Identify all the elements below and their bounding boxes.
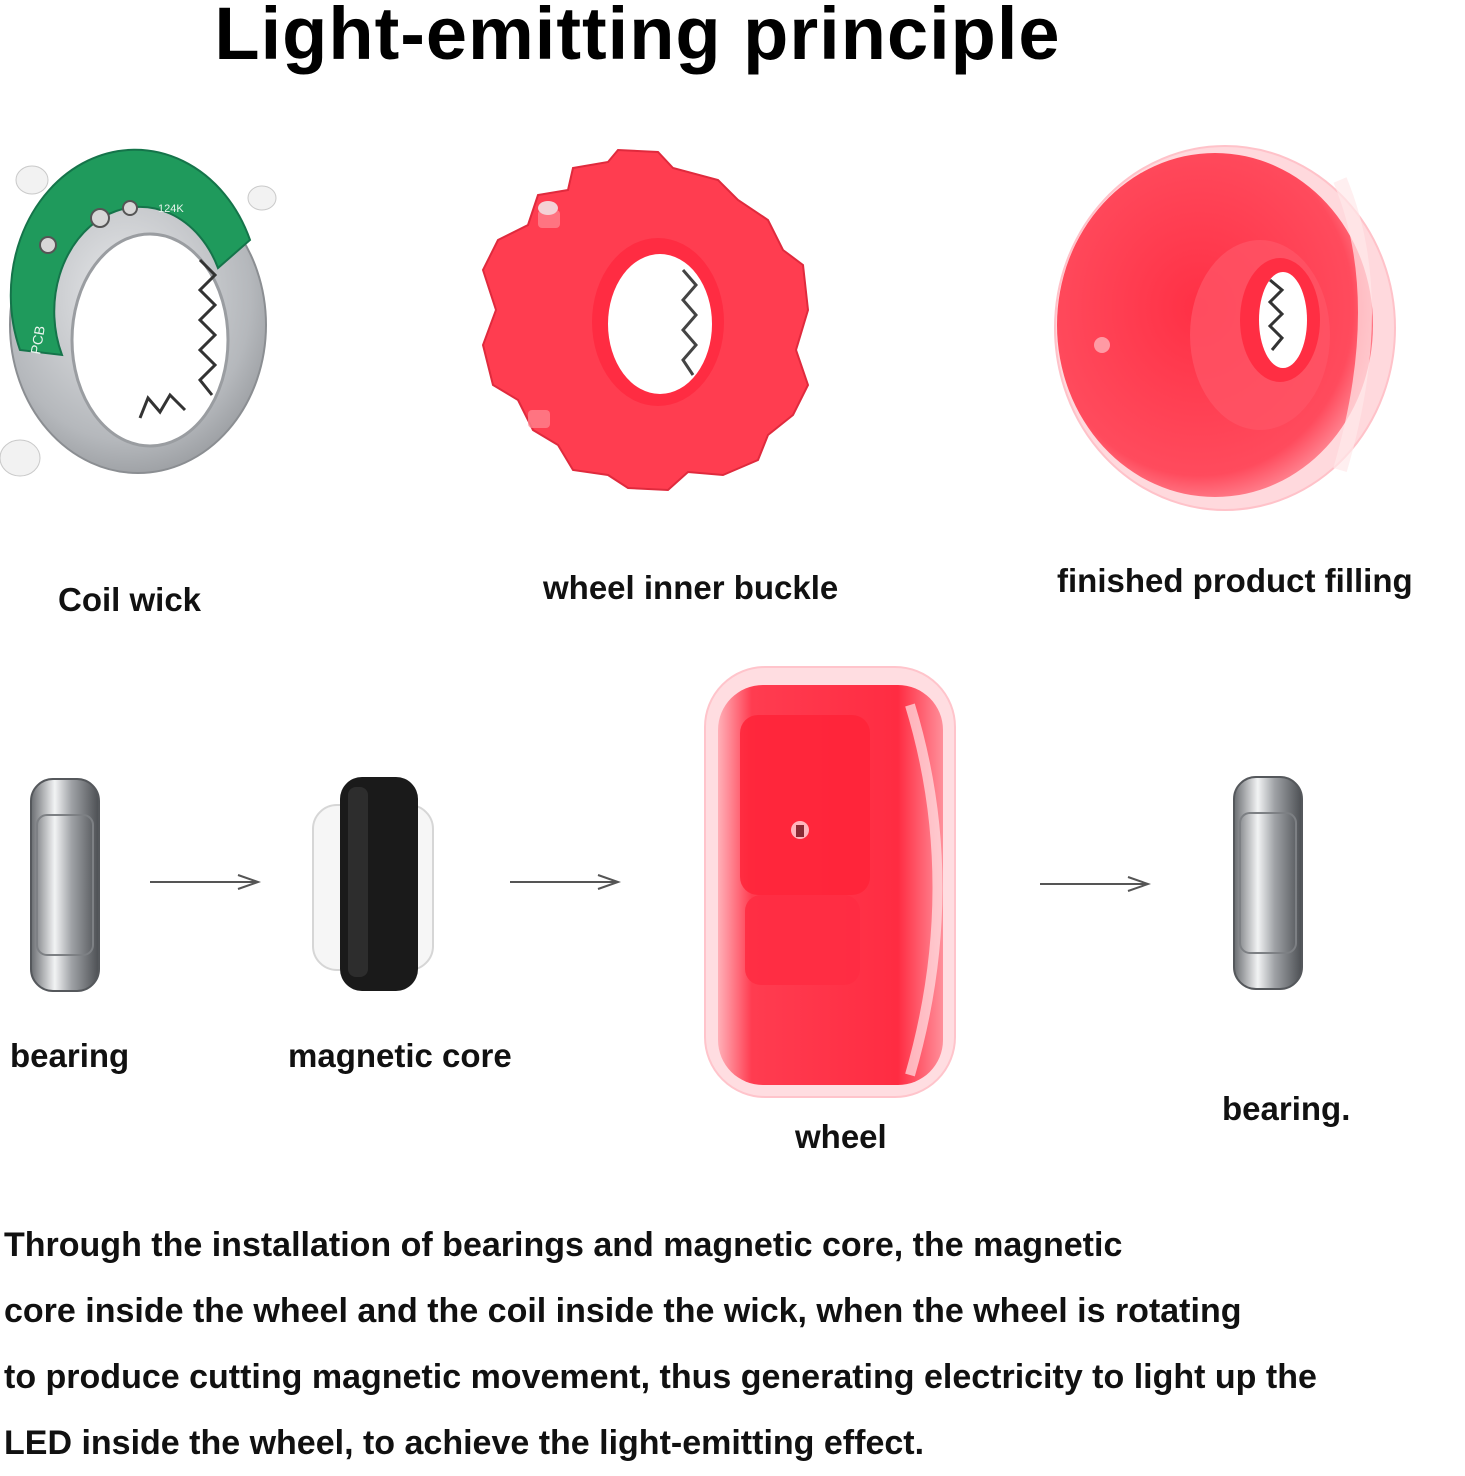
label-bearing-right: bearing. — [1222, 1090, 1351, 1127]
pcb-mark: PCB — [27, 324, 48, 355]
pcb-code: 124K — [158, 203, 184, 215]
description-line: Through the installation of bearings and… — [4, 1226, 1123, 1264]
description-line: LED inside the wheel, to achieve the lig… — [4, 1424, 925, 1462]
label-bearing-left: bearing — [10, 1037, 130, 1074]
bearing-right-image — [1233, 776, 1303, 990]
inner-buckle-image — [481, 148, 810, 492]
label-wheel: wheel — [795, 1118, 887, 1155]
arrow-3 — [1040, 876, 1152, 892]
bearing-left-image — [30, 778, 100, 992]
description-line: core inside the wheel and the coil insid… — [4, 1292, 1242, 1330]
label-finished-product: finished product filling — [1057, 562, 1413, 599]
label-magnetic-core: magnetic core — [288, 1037, 512, 1074]
description-line: to produce cutting magnetic movement, th… — [4, 1358, 1317, 1396]
label-coil-wick: Coil wick — [58, 581, 202, 618]
label-inner-buckle: wheel inner buckle — [543, 569, 839, 606]
arrow-2 — [510, 874, 622, 890]
page-title: Light-emitting principle — [214, 0, 1061, 75]
magnetic-core-image — [312, 777, 434, 991]
coil-wick-image: PCB 124K — [0, 148, 277, 477]
arrow-1 — [150, 874, 262, 890]
finished-product-image — [1054, 145, 1396, 511]
description: Through the installation of bearings and… — [4, 1212, 1464, 1476]
wheel-image — [704, 666, 956, 1098]
